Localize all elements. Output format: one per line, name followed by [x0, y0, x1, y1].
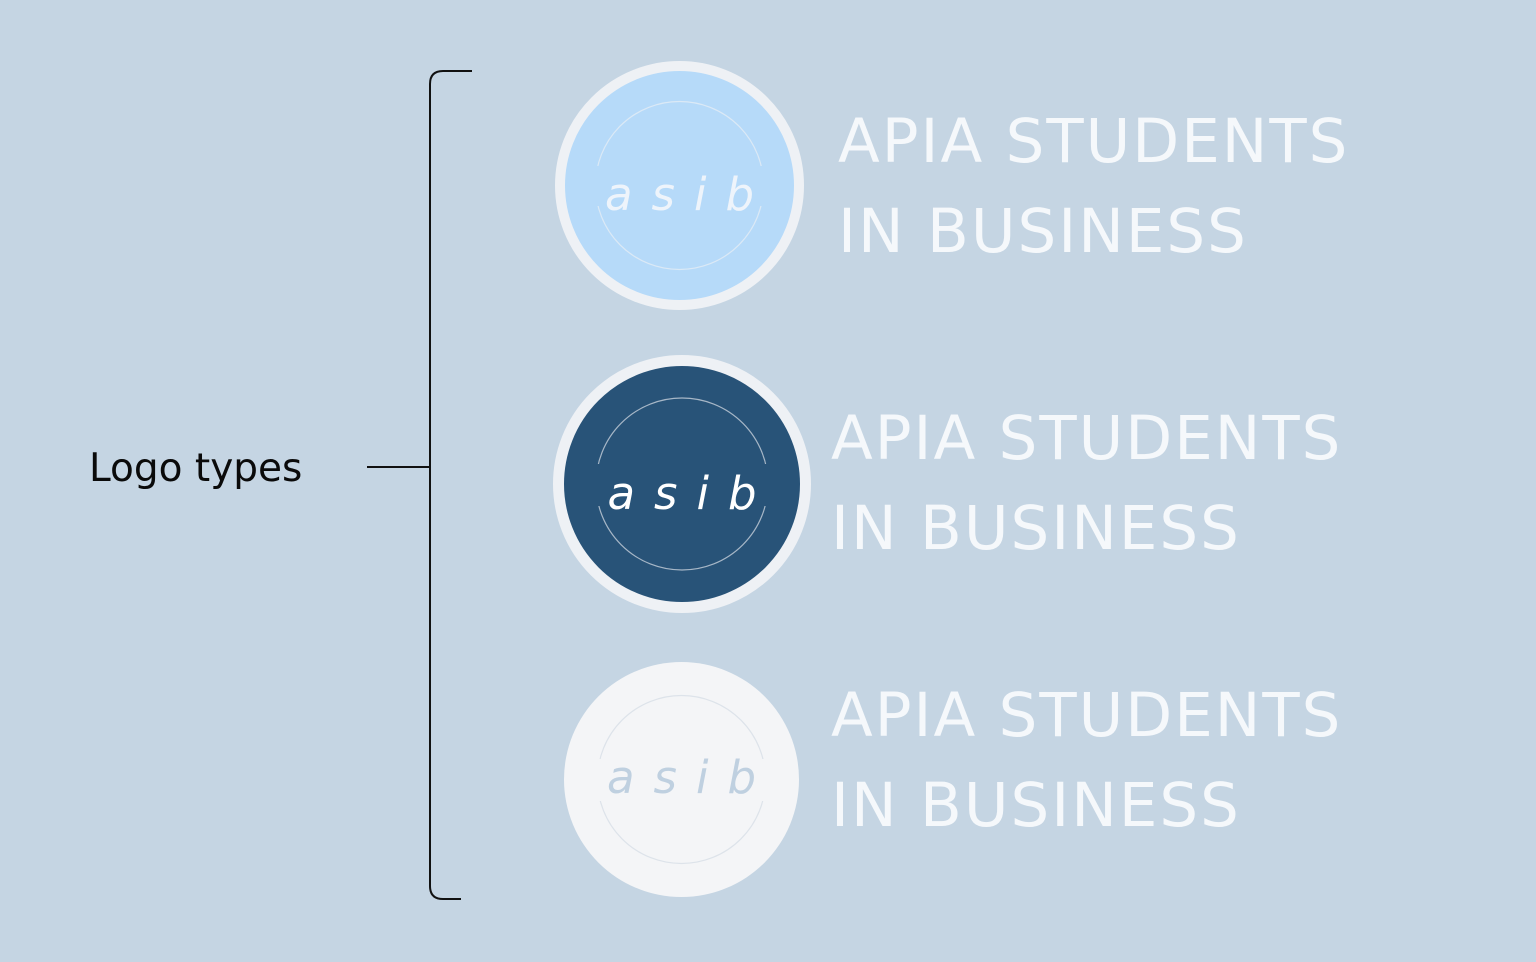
logo-white: asib: [564, 662, 799, 897]
wordmark-line-2: IN BUSINESS: [831, 493, 1241, 564]
logo-inner-ring: [585, 100, 774, 271]
wordmark-white: APIA STUDENTS IN BUSINESS: [831, 671, 1342, 851]
wordmark-line-1: APIA STUDENTS: [831, 680, 1343, 751]
wordmark-line-1: APIA STUDENTS: [831, 403, 1343, 474]
logo-inner-ring: [584, 397, 780, 571]
wordmark-light-blue: APIA STUDENTS IN BUSINESS: [838, 97, 1349, 277]
logo-monogram: asib: [607, 467, 776, 520]
wordmark-line-1: APIA STUDENTS: [838, 106, 1350, 177]
logo-navy: asib: [553, 355, 811, 613]
logo-types-label: Logo types: [89, 446, 303, 491]
logo-light-blue: asib: [555, 61, 804, 310]
wordmark-line-2: IN BUSINESS: [831, 770, 1241, 841]
wordmark-navy: APIA STUDENTS IN BUSINESS: [831, 394, 1342, 574]
wordmark-line-2: IN BUSINESS: [838, 196, 1248, 267]
logo-monogram: asib: [606, 751, 776, 804]
logo-inner-ring: [584, 694, 779, 865]
bracket-brace: [429, 70, 472, 900]
logo-monogram: asib: [604, 168, 774, 221]
